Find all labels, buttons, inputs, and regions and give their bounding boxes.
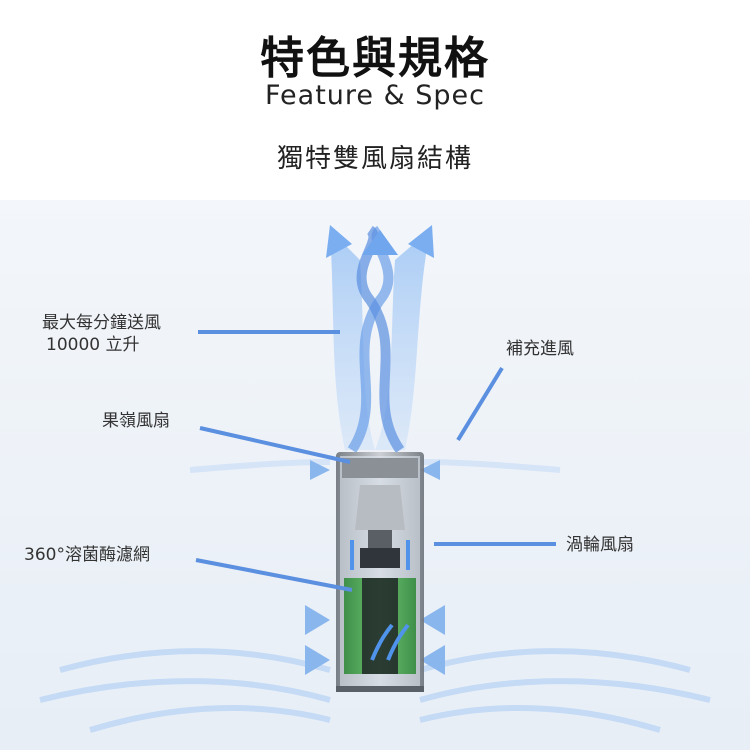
callout-line-filter bbox=[195, 558, 353, 592]
label-intake: 補充進風 bbox=[506, 339, 574, 359]
header: 特色與規格 Feature & Spec 獨特雙風扇結構 bbox=[0, 0, 750, 200]
turbo-fan bbox=[355, 485, 405, 530]
callout-line-intake bbox=[456, 366, 504, 442]
purifier-body bbox=[336, 452, 424, 692]
label-fruit-fan: 果嶺風扇 bbox=[102, 411, 170, 431]
top-fan bbox=[342, 458, 418, 478]
label-filter: 360°溶菌酶濾網 bbox=[24, 545, 150, 565]
callout-lines bbox=[195, 330, 556, 592]
product-diagram: 最大每分鐘送風 10000 立升 補充進風 果嶺風扇 360°溶菌酶濾網 渦輪風… bbox=[0, 200, 750, 750]
section-caption: 獨特雙風扇結構 bbox=[276, 144, 473, 174]
inflow-arrows bbox=[305, 460, 445, 675]
callout-line-fruit-fan bbox=[199, 426, 351, 464]
label-airflow-line1: 最大每分鐘送風 bbox=[42, 313, 161, 333]
page-subtitle: Feature & Spec bbox=[265, 80, 485, 111]
label-airflow-line2: 10000 立升 bbox=[46, 335, 140, 355]
page-title: 特色與規格 bbox=[260, 33, 490, 84]
label-turbo-fan: 渦輪風扇 bbox=[566, 535, 634, 555]
side-airflow bbox=[39, 459, 711, 733]
outflow-plume bbox=[326, 225, 434, 453]
diagram-illustration bbox=[0, 200, 750, 750]
label-airflow: 最大每分鐘送風 10000 立升 bbox=[42, 312, 161, 356]
